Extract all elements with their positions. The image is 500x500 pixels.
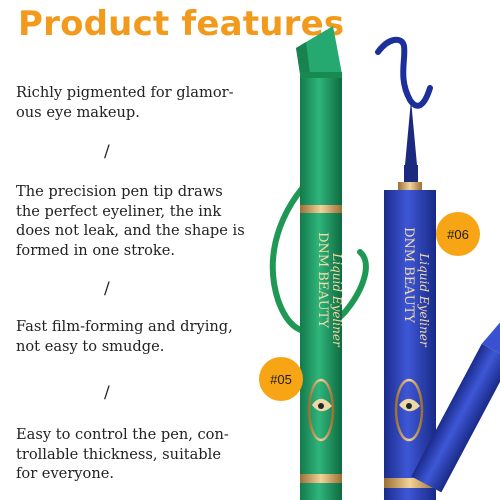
- badge-06: #06: [436, 212, 480, 256]
- feature-1-part-a: Richly pigmented for glamor-: [16, 84, 234, 101]
- feature-text-1: Richly pigmented for glamor- ous eye mak…: [16, 83, 286, 122]
- feature-text-2: The precision pen tip draws the perfect …: [16, 183, 245, 259]
- green-pen-product: Liquid Eyeliner: [330, 252, 344, 348]
- green-pen-brand: DNM BEAUTY: [315, 232, 330, 328]
- separator-2: /: [104, 279, 110, 299]
- feature-text-4: Easy to control the pen, con- trollable …: [16, 426, 229, 482]
- feature-1-part-b: ous eye makeup.: [16, 103, 140, 121]
- green-eyeliner-pen: [296, 26, 342, 500]
- badge-05: #05: [259, 357, 303, 401]
- blue-pen-brand: DNM BEAUTY: [401, 227, 416, 323]
- page-title: Product features: [18, 4, 345, 44]
- blue-pen-product: Liquid Eyeliner: [417, 252, 431, 348]
- feature-text-3: Fast film-forming and drying, not easy t…: [16, 318, 233, 355]
- separator-3: /: [104, 383, 110, 403]
- green-ink-swatch: [269, 167, 369, 335]
- blue-ink-swatch: [375, 36, 433, 109]
- blue-pen-cap: [411, 322, 500, 493]
- separator-1: /: [104, 142, 110, 162]
